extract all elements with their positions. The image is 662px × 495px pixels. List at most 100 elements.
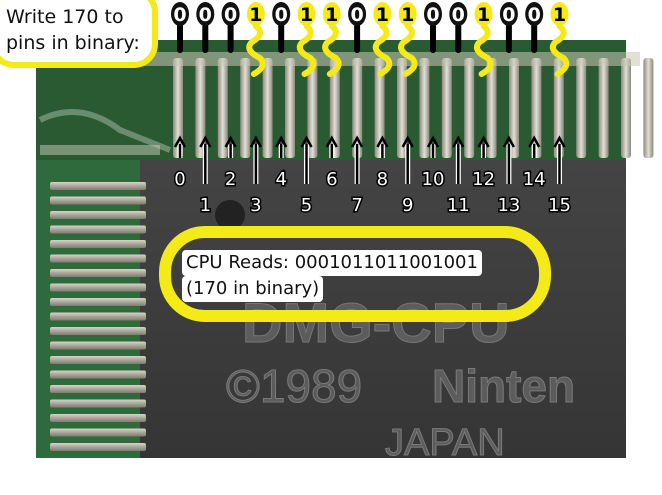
- chip-pin: [419, 58, 430, 158]
- pin-number: 8: [377, 169, 388, 190]
- bit-high-squiggle: [246, 23, 266, 77]
- bit-badge: [322, 2, 341, 26]
- chip-pin: [50, 356, 146, 364]
- chip-pin: [50, 269, 146, 277]
- bit-value: 1: [249, 4, 262, 26]
- chip-copyright: ©1989: [226, 360, 362, 412]
- chip-pin: [195, 58, 206, 158]
- upper-pin-row: [120, 52, 654, 158]
- bit-value: 1: [376, 4, 389, 26]
- chip-pin: [486, 58, 497, 158]
- chip-pin: [173, 58, 183, 158]
- chip-pin: [50, 298, 146, 306]
- pin-arrow-head: [325, 135, 338, 148]
- chip-country: JAPAN: [385, 422, 505, 464]
- chip-pin: [50, 399, 146, 408]
- pin-number: 1: [200, 195, 211, 216]
- pin-number: 14: [523, 169, 546, 190]
- bit-value: 1: [477, 4, 490, 26]
- pin-arrow-head: [426, 135, 440, 148]
- chip-pin: [240, 58, 251, 158]
- pin-arrow-head: [502, 135, 515, 148]
- bit-high-squiggle: [372, 23, 393, 77]
- bit-badge: [550, 2, 569, 26]
- chip-pin: [329, 58, 340, 158]
- bit-badge: [474, 2, 493, 26]
- bit-badge: [246, 2, 265, 26]
- instruction-line-1: Write 170 to: [6, 6, 124, 28]
- pin-arrow-head: [300, 135, 313, 148]
- chip-pin: [50, 428, 146, 437]
- pin-arrow-head: [249, 135, 262, 148]
- pin-arrow-head: [376, 135, 389, 148]
- bit-badge: [525, 2, 544, 26]
- instruction-callout: [0, 0, 152, 62]
- bit-badge: [499, 2, 518, 26]
- pin-arrow-head: [275, 135, 288, 148]
- pin-arrow-head: [224, 135, 237, 148]
- bit-badge: [348, 2, 367, 26]
- bit-value: 0: [275, 4, 288, 26]
- bit-high-squiggle: [296, 23, 317, 77]
- cpu-reads-value: CPU Reads: 0001011011001001: [182, 250, 482, 276]
- pin-number: 10: [422, 169, 445, 190]
- bit-value: 0: [224, 4, 237, 26]
- pin-arrow-head: [528, 135, 541, 148]
- chip-pin: [598, 58, 609, 158]
- chip-pin: [621, 58, 631, 158]
- chip-pin: [50, 211, 146, 219]
- pin-number: 7: [351, 195, 362, 216]
- pin-number: 6: [326, 169, 337, 190]
- chip-pin: [50, 254, 146, 263]
- pcb-trace: [38, 109, 172, 153]
- bit-badge: [424, 2, 442, 26]
- chip-pin: [50, 443, 146, 451]
- bit-value: 0: [502, 4, 515, 26]
- left-pin-row: [50, 182, 146, 451]
- chip-pin: [50, 370, 146, 379]
- pin-number: 15: [548, 195, 571, 216]
- bit-value: 1: [300, 4, 313, 26]
- chip-pin: [50, 182, 146, 190]
- bit-badge: [221, 2, 240, 26]
- chip-pin: [50, 414, 146, 422]
- bit-badge: [449, 2, 468, 26]
- pin-number: 0: [174, 169, 185, 190]
- chip-pin: [50, 225, 146, 234]
- chip-pin: [50, 341, 146, 350]
- chip-pin: [217, 58, 228, 158]
- bit-high-squiggle: [549, 23, 570, 77]
- chip-pin: [352, 58, 363, 158]
- pin-arrow-head: [477, 135, 490, 148]
- bit-value: 0: [426, 4, 439, 26]
- chip-pin: [285, 58, 295, 158]
- pin-arrow-head: [553, 135, 566, 148]
- chip-pin: [50, 283, 146, 292]
- chip-pin: [441, 58, 452, 158]
- chip-pin: [553, 58, 564, 158]
- pin-arrow-head: [401, 135, 414, 148]
- chip-pin: [374, 58, 385, 158]
- bit-badge: [171, 2, 189, 26]
- instruction-line-2: pins in binary:: [6, 32, 140, 54]
- pin-arrow-head: [452, 135, 465, 148]
- cpu-reads-label: CPU Reads: 0001011011001001 (170 in bina…: [182, 250, 482, 302]
- bit-value: 1: [325, 4, 338, 26]
- chip-pin: [50, 327, 146, 335]
- cpu-reads-highlight: [159, 226, 551, 322]
- bit-value: 0: [452, 4, 465, 26]
- chip-pin: [464, 58, 475, 158]
- bit-badge: [196, 2, 215, 26]
- pin-number: 4: [275, 169, 286, 190]
- chip-pin: [262, 58, 273, 158]
- pin-number: 9: [402, 195, 413, 216]
- pin-arrow-head: [199, 135, 212, 148]
- chip-pin: [643, 58, 654, 158]
- chip-pin: [576, 58, 587, 158]
- instruction-text: Write 170 to pins in binary:: [6, 4, 140, 56]
- chip-pin: [397, 58, 407, 158]
- bit-value: 0: [173, 4, 186, 26]
